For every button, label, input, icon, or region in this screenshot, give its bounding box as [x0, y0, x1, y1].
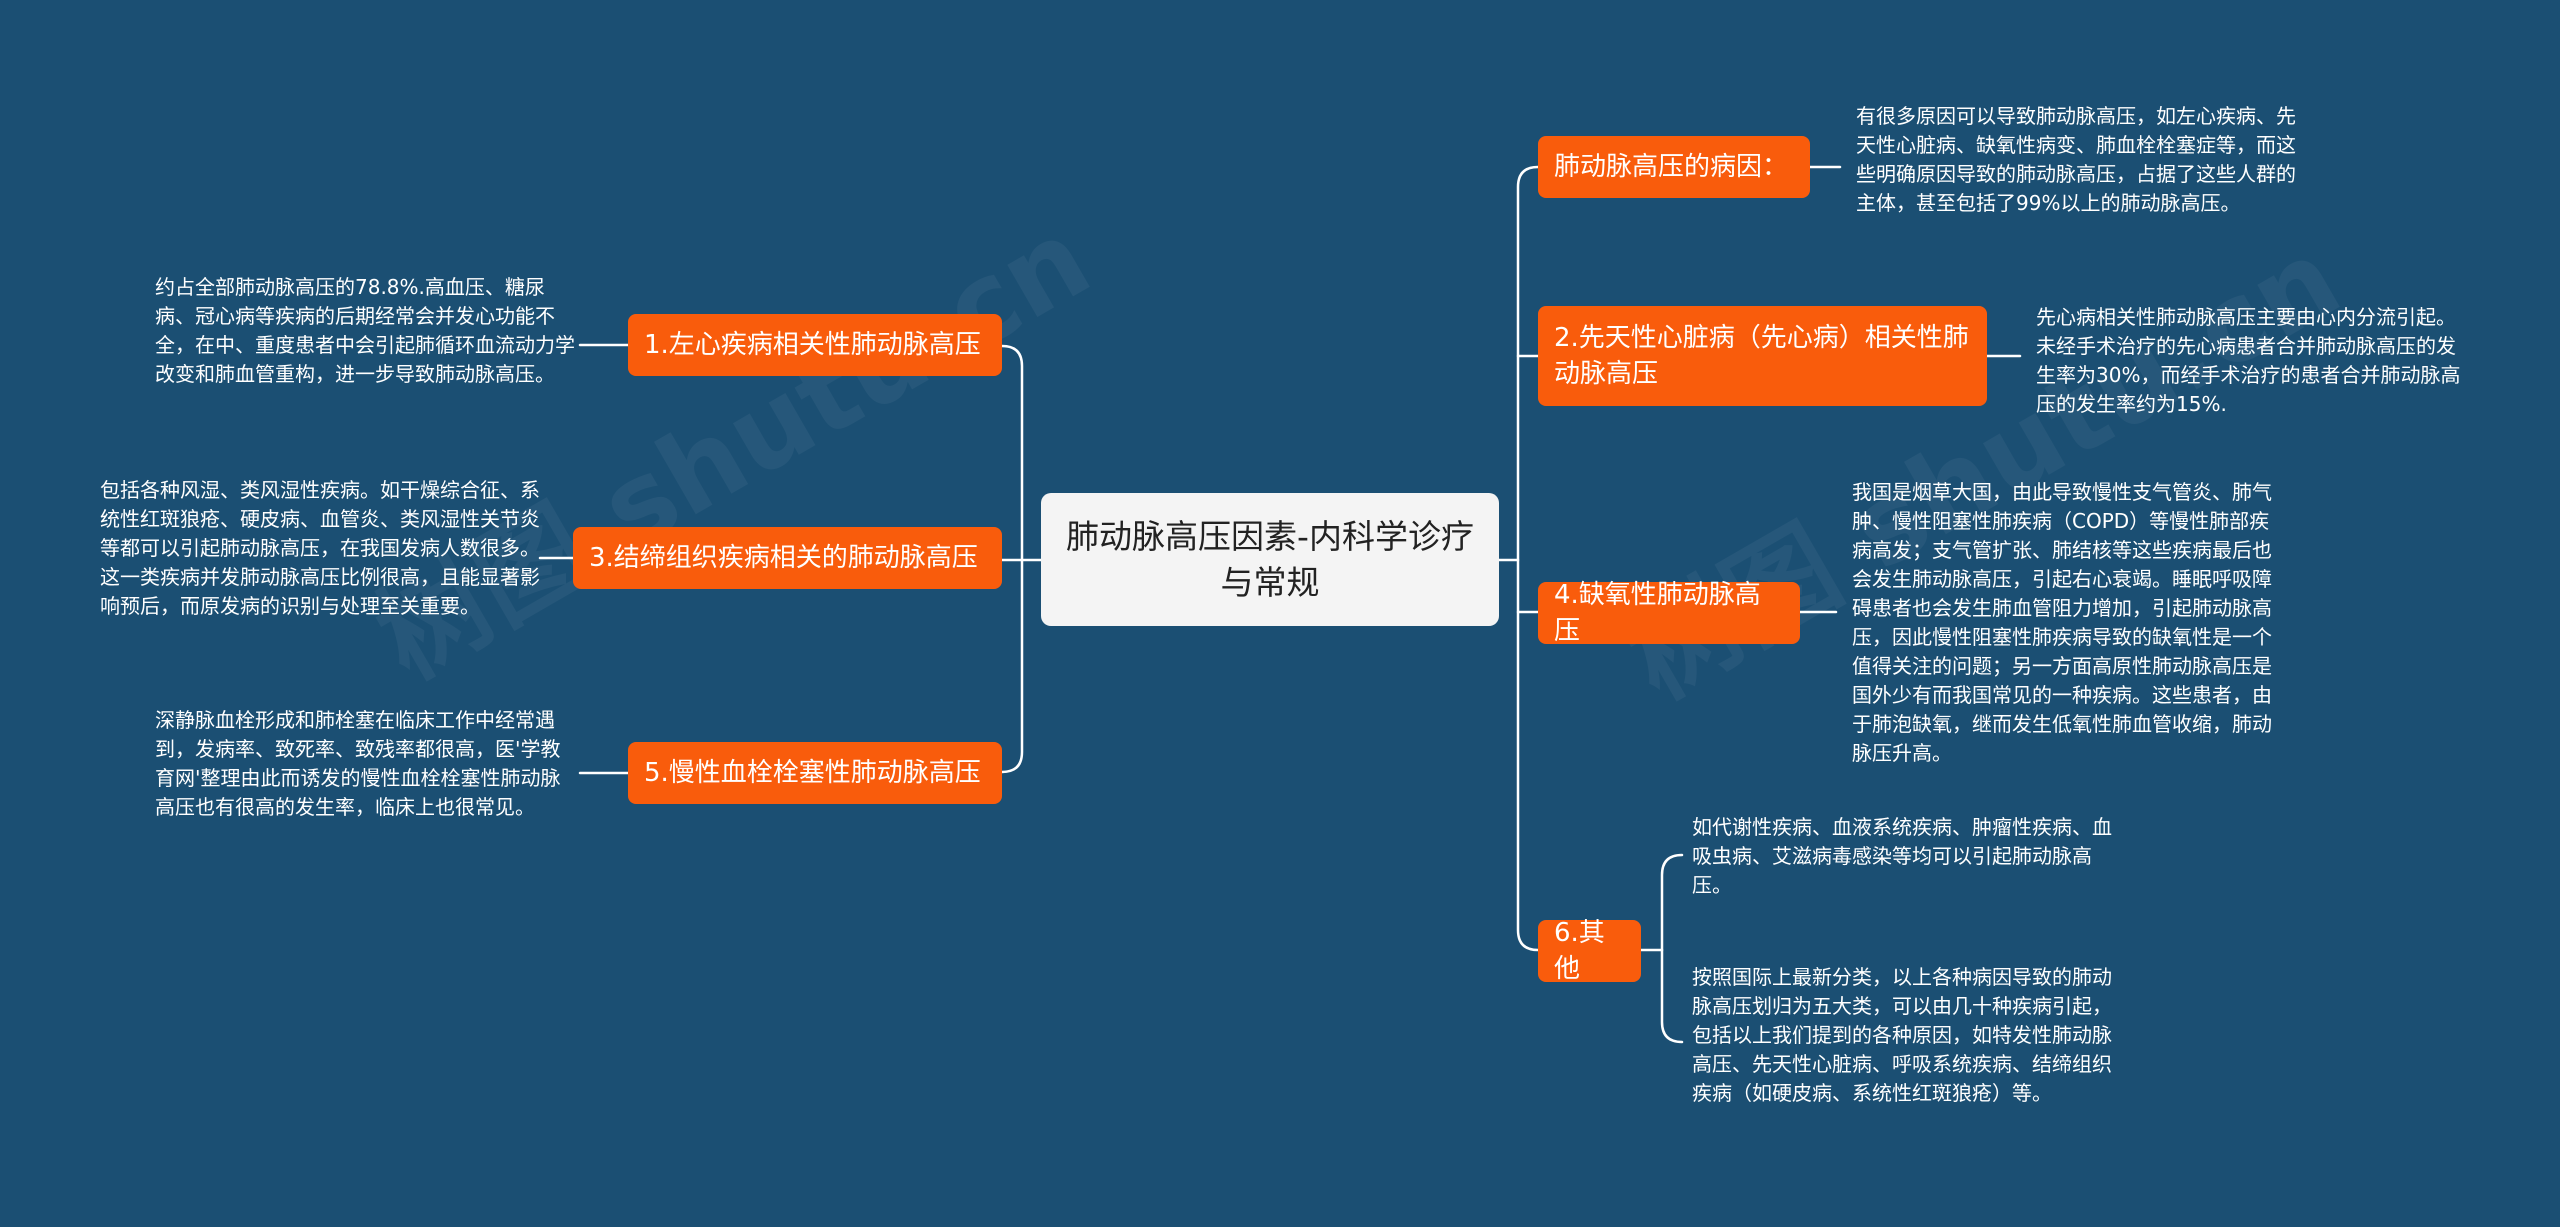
topic-label: 5.慢性血栓栓塞性肺动脉高压: [644, 758, 981, 788]
topic-hypoxic[interactable]: 4.缺氧性肺动脉高压: [1538, 580, 1800, 646]
note-connective-tissue: 包括各种风湿、类风湿性疾病。如干燥综合征、系统性红斑狼疮、硬皮病、血管炎、类风湿…: [100, 478, 540, 618]
note-left-heart-disease: 约占全部肺动脉高压的78.8%.高血压、糖尿病、冠心病等疾病的后期经常会并发心功…: [155, 275, 575, 386]
topic-label: 肺动脉高压的病因：: [1554, 152, 1789, 182]
link-right-trunk: [1516, 165, 1540, 952]
central-topic-label: 肺动脉高压因素-内科学诊疗与常规: [1066, 516, 1474, 602]
topic-connective-tissue[interactable]: 3.结缔组织疾病相关的肺动脉高压: [573, 527, 1002, 589]
topic-left-heart-disease[interactable]: 1.左心疾病相关性肺动脉高压: [628, 314, 1002, 376]
note-congenital-heart: 先心病相关性肺动脉高压主要由心内分流引起。未经手术治疗的先心病患者合并肺动脉高压…: [2036, 305, 2461, 416]
note-hypoxic: 我国是烟草大国，由此导致慢性支气管炎、肺气肿、慢性阻塞性肺疾病（COPD）等慢性…: [1852, 480, 2272, 765]
note-other-diseases: 如代谢性疾病、血液系统疾病、肿瘤性疾病、血吸虫病、艾滋病毒感染等均可以引起肺动脉…: [1692, 815, 2112, 897]
topic-label: 3.结缔组织疾病相关的肺动脉高压: [589, 543, 978, 573]
link-t6-notes: [1660, 853, 1684, 1044]
topic-label: 2.先天性心脏病（先心病）相关性肺动脉高压: [1554, 323, 1969, 389]
note-causes: 有很多原因可以导致肺动脉高压，如左心疾病、先天性心脏病、缺氧性病变、肺血栓栓塞症…: [1856, 104, 2296, 215]
topic-thromboembolic[interactable]: 5.慢性血栓栓塞性肺动脉高压: [628, 742, 1002, 804]
central-topic[interactable]: 肺动脉高压因素-内科学诊疗与常规: [1041, 493, 1499, 626]
topic-other[interactable]: 6.其他: [1538, 918, 1641, 984]
topic-congenital-heart[interactable]: 2.先天性心脏病（先心病）相关性肺动脉高压: [1538, 306, 1987, 406]
topic-label: 4.缺氧性肺动脉高压: [1554, 580, 1761, 646]
topic-label: 6.其他: [1554, 918, 1605, 984]
note-thromboembolic: 深静脉血栓形成和肺栓塞在临床工作中经常遇到，发病率、致死率、致残率都很高，医'学…: [155, 708, 561, 819]
topic-label: 1.左心疾病相关性肺动脉高压: [644, 330, 981, 360]
topic-causes[interactable]: 肺动脉高压的病因：: [1538, 136, 1810, 198]
note-classification: 按照国际上最新分类，以上各种病因导致的肺动脉高压划归为五大类，可以由几十种疾病引…: [1692, 965, 2112, 1105]
